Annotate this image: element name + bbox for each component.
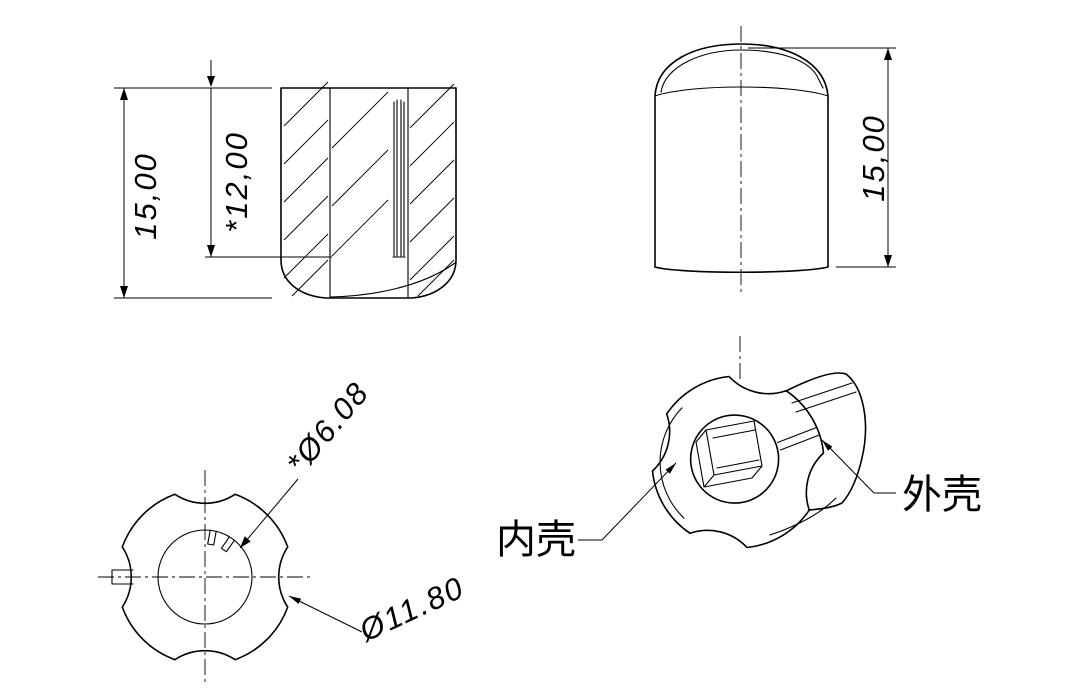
isometric-view: 内壳 外壳 <box>496 336 982 563</box>
dim-text-hole-dia: *Ø6.08 <box>280 375 377 481</box>
dimension-lines <box>748 47 896 268</box>
centerlines <box>98 470 312 684</box>
leader-lines <box>578 439 896 541</box>
dim-text-total-height: 15,00 <box>128 152 163 240</box>
face-detail <box>659 407 821 519</box>
bottom-view: *Ø6.08 Ø11.80 <box>98 375 470 684</box>
front-face <box>651 375 825 549</box>
inner-detail <box>111 529 236 585</box>
side-view: 15,00 <box>654 26 896 294</box>
dimension-lines <box>114 60 332 299</box>
leader-lines <box>239 478 363 633</box>
face-outline <box>651 375 825 549</box>
inner-detail <box>329 87 456 298</box>
inner-shell-rim <box>689 414 780 504</box>
part-outline <box>654 43 829 274</box>
arrowheads <box>240 536 302 604</box>
part-outline <box>280 87 457 299</box>
shaft-boss <box>695 420 763 488</box>
label-inner-shell: 内壳 <box>496 517 576 563</box>
dim-text-total-height: 15,00 <box>856 114 891 202</box>
body-silhouette <box>785 372 867 511</box>
section-view: 15,00 *12,00 <box>114 60 457 299</box>
hatch-lines <box>283 81 455 297</box>
dim-text-inner-dia: Ø11.80 <box>353 570 470 649</box>
body-detail <box>769 382 857 536</box>
label-outer-shell: 外壳 <box>902 472 982 518</box>
part-outline <box>121 493 289 661</box>
dim-text-hole-depth: *12,00 <box>219 131 254 233</box>
